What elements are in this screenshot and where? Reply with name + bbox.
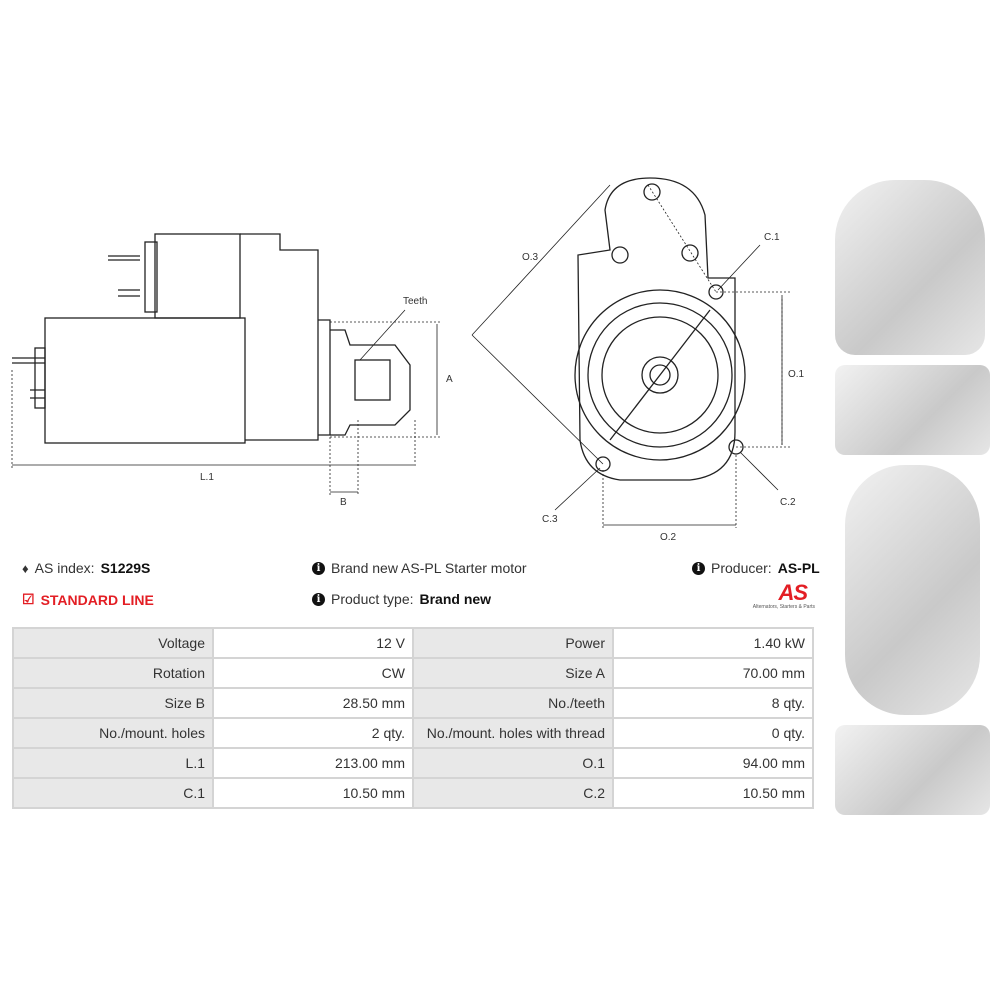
product-type: i Product type:Brand new xyxy=(312,591,491,607)
product-photo-rear[interactable] xyxy=(845,465,980,715)
spec-value: 2 qty. xyxy=(212,717,414,749)
producer: i Producer:AS-PL xyxy=(692,560,820,576)
size-b-label: B xyxy=(340,497,347,508)
standard-line: ☑ STANDARD LINE xyxy=(22,591,154,608)
o3-label: O.3 xyxy=(522,252,539,263)
spec-label: O.1 xyxy=(412,747,614,779)
spec-value: 213.00 mm xyxy=(212,747,414,779)
spec-value: 0 qty. xyxy=(612,717,814,749)
c3-label: C.3 xyxy=(542,514,558,525)
spec-value: 1.40 kW xyxy=(612,627,814,659)
l1-label: L.1 xyxy=(200,472,214,483)
o1-label: O.1 xyxy=(788,369,805,380)
side-view-drawing: Teeth A B L.1 xyxy=(11,233,453,508)
spec-value: CW xyxy=(212,657,414,689)
as-index: ♦ AS index:S1229S xyxy=(22,560,151,576)
front-view-drawing: O.3 C.1 O.1 C.2 C.3 O.2 xyxy=(471,177,805,543)
spec-label: C.2 xyxy=(412,777,614,809)
tags-icon: ♦ xyxy=(22,560,29,576)
spec-label: Power xyxy=(412,627,614,659)
description: i Brand new AS-PL Starter motor xyxy=(312,560,527,576)
spec-label: Size B xyxy=(12,687,214,719)
spec-label: Voltage xyxy=(12,627,214,659)
spec-value: 70.00 mm xyxy=(612,657,814,689)
spec-value: 8 qty. xyxy=(612,687,814,719)
c2-label: C.2 xyxy=(780,497,796,508)
product-photo-side[interactable] xyxy=(835,365,990,455)
info-icon: i xyxy=(692,561,705,575)
product-photo-front[interactable] xyxy=(835,180,985,355)
size-a-label: A xyxy=(446,374,453,385)
spec-label: L.1 xyxy=(12,747,214,779)
info-icon: i xyxy=(312,592,325,606)
spec-label: Rotation xyxy=(12,657,214,689)
spec-value: 12 V xyxy=(212,627,414,659)
spec-label: No./teeth xyxy=(412,687,614,719)
o2-label: O.2 xyxy=(660,532,677,543)
product-photo-side-2[interactable] xyxy=(835,725,990,815)
checkbox-icon: ☑ xyxy=(22,591,35,607)
spec-label: Size A xyxy=(412,657,614,689)
spec-label: No./mount. holes with thread xyxy=(412,717,614,749)
spec-label: No./mount. holes xyxy=(12,717,214,749)
info-icon: i xyxy=(312,561,325,575)
spec-value: 10.50 mm xyxy=(612,777,814,809)
spec-value: 94.00 mm xyxy=(612,747,814,779)
spec-value: 10.50 mm xyxy=(212,777,414,809)
c1-label: C.1 xyxy=(764,232,780,243)
as-pl-logo: AS Alternators, Starters & Parts xyxy=(752,580,815,611)
teeth-label: Teeth xyxy=(403,296,427,307)
spec-value: 28.50 mm xyxy=(212,687,414,719)
spec-label: C.1 xyxy=(12,777,214,809)
